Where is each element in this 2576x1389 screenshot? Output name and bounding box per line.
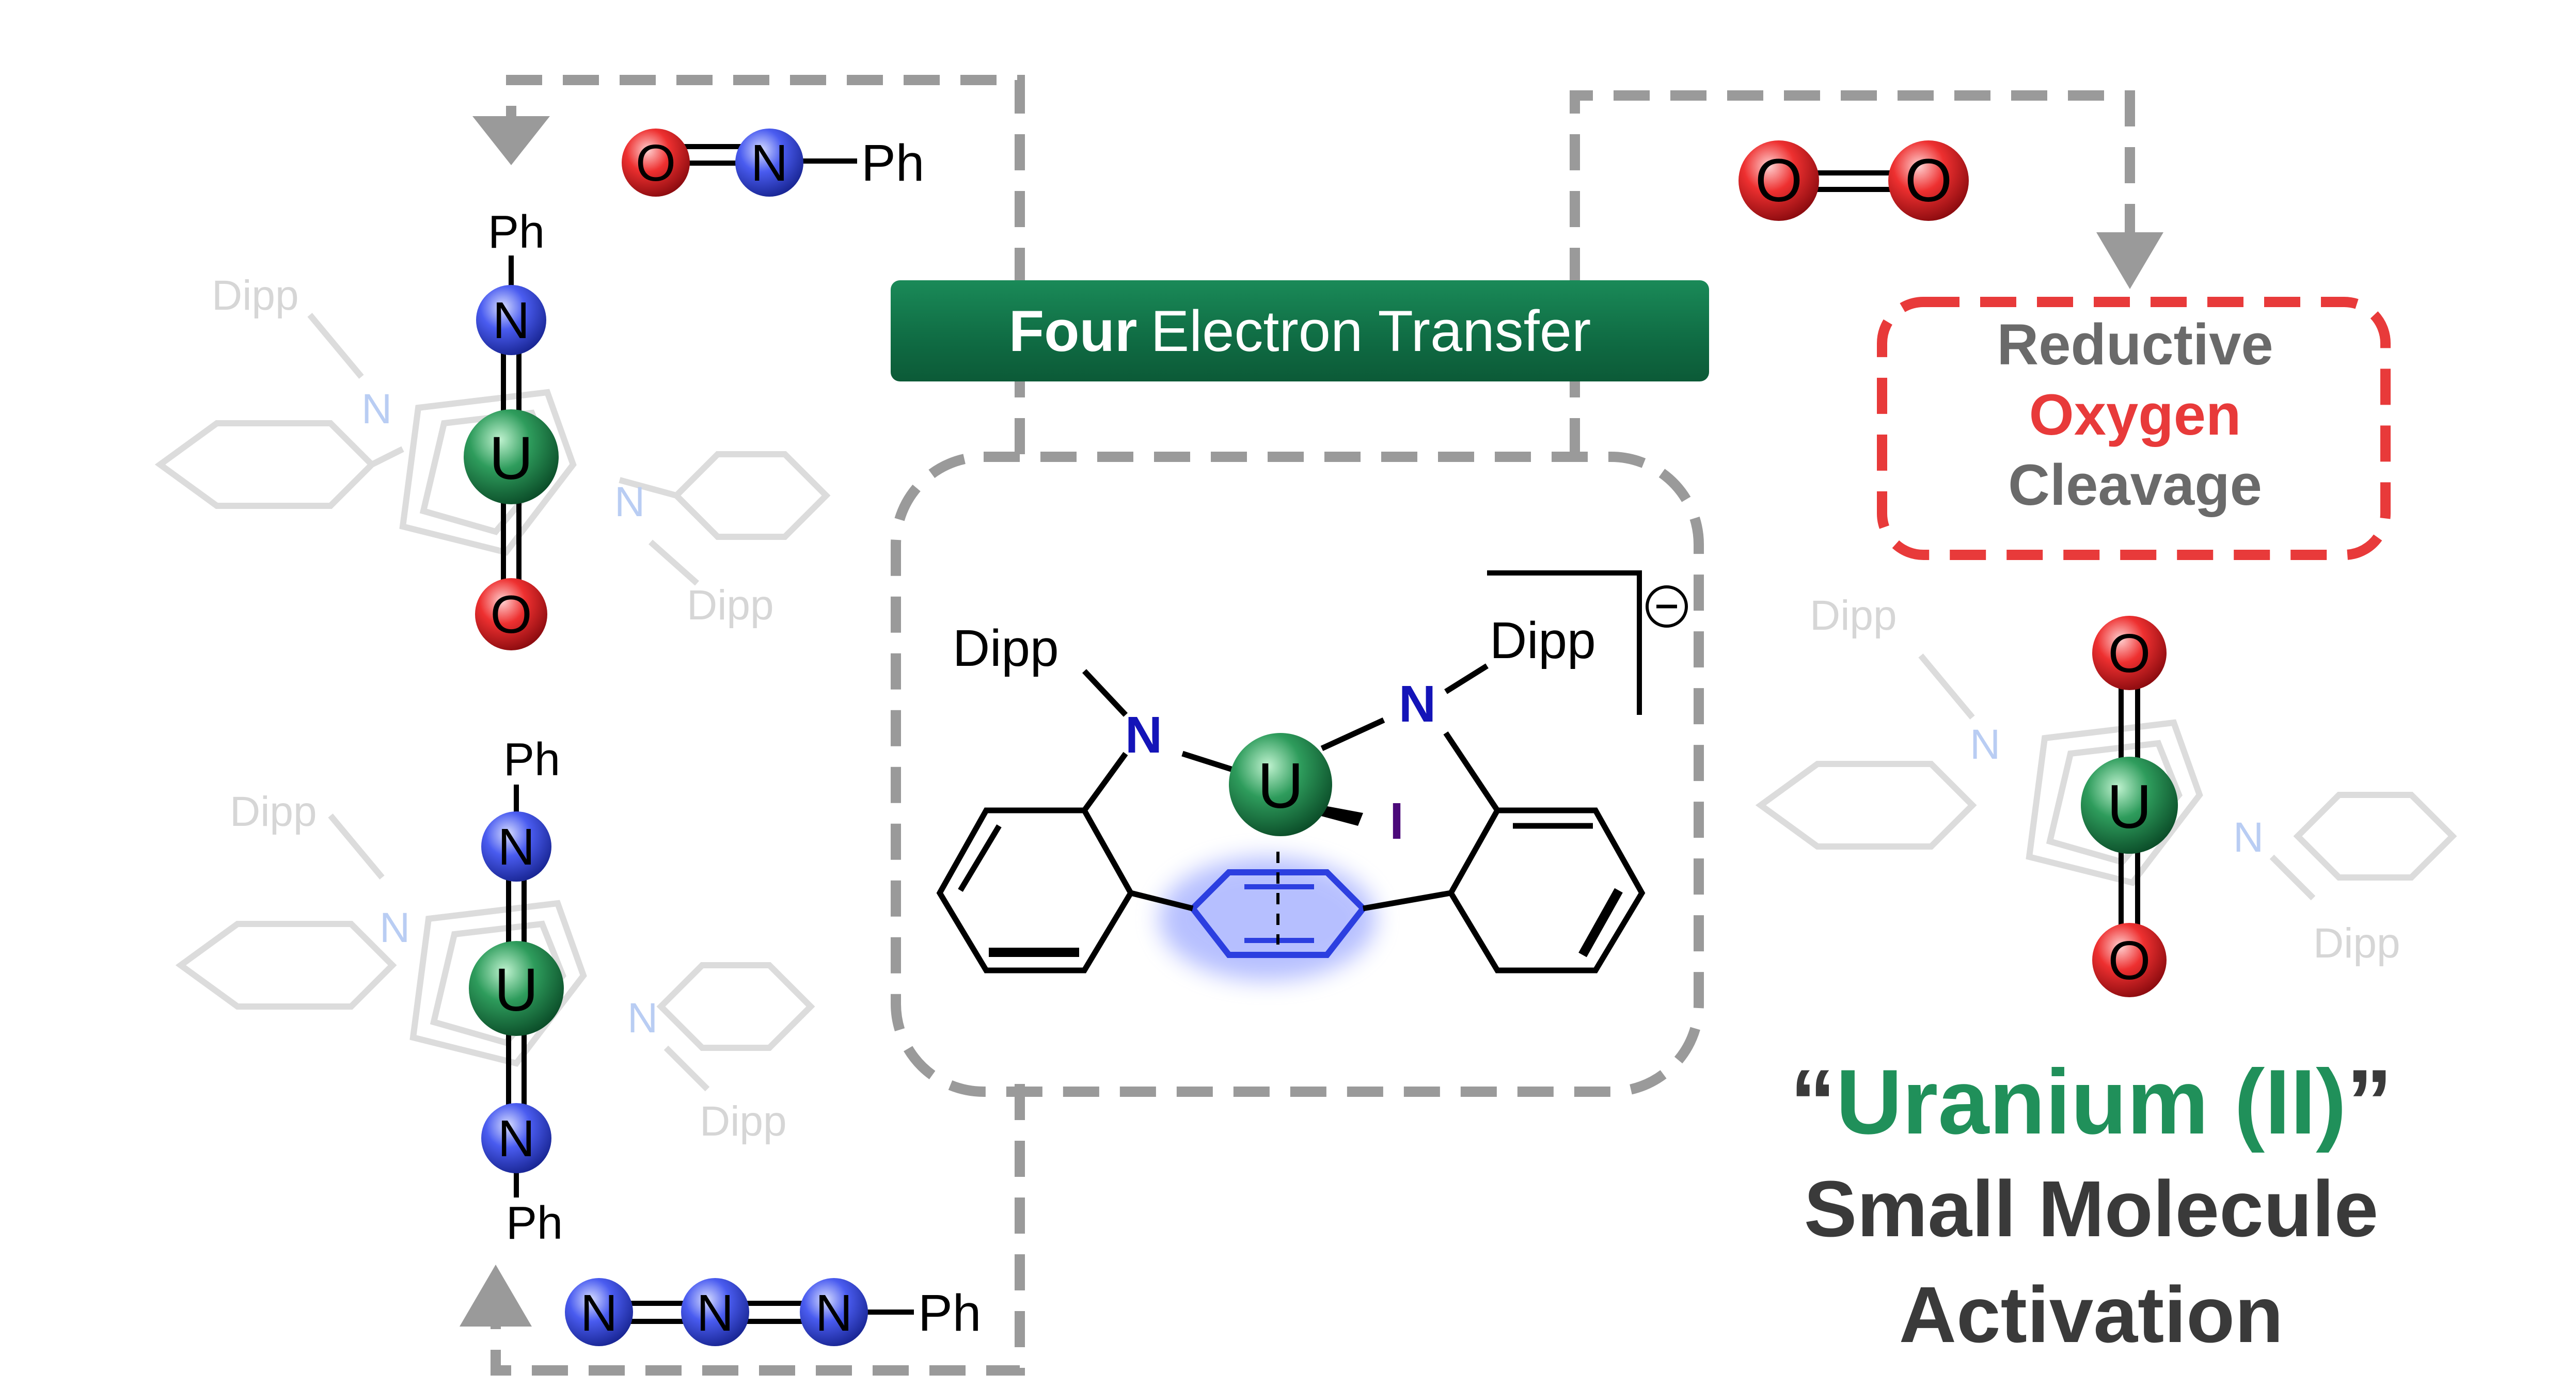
ghost-dipp-label: Dipp	[1810, 592, 1897, 639]
svg-text:N: N	[815, 1284, 852, 1342]
ph-label: Ph	[488, 206, 545, 258]
ghost-n-label: N	[2233, 814, 2264, 861]
ghost-n-label: N	[1970, 721, 2000, 768]
nitrogen-atom	[681, 1278, 749, 1346]
four-electron-transfer-banner: Four Electron Transfer	[891, 280, 1709, 381]
svg-text:O: O	[2108, 930, 2151, 991]
svg-text:O: O	[636, 134, 676, 192]
anion-bracket	[1487, 570, 1642, 715]
central-uranium-ii-complex: U N N I Dipp Dipp	[936, 570, 1688, 981]
svg-text:N: N	[498, 1110, 535, 1168]
tagline: “Uranium (II)” Small Molecule Activation	[1699, 1048, 2484, 1368]
dipp-label: Dipp	[1490, 612, 1596, 669]
ghost-dipp-label: Dipp	[687, 582, 774, 629]
oxygen-cleavage-label: Reductive Oxygen Cleavage	[1877, 310, 2393, 520]
nitrogen-label: N	[1125, 706, 1162, 764]
uranium-bis-imido-complex: Ph N U N Ph	[469, 734, 564, 1249]
oxygen-atom	[2092, 616, 2167, 690]
arrowhead-down-left	[472, 116, 550, 165]
svg-text:O: O	[491, 585, 532, 645]
uranyl-complex: O U O	[2081, 616, 2178, 997]
svg-text:N: N	[751, 134, 788, 192]
oxygen-atom	[1739, 140, 1819, 221]
arrowhead-down-right	[2096, 232, 2163, 289]
left-phenyl	[936, 807, 1134, 973]
ph-label: Ph	[918, 1284, 981, 1342]
oxygen-atom	[622, 129, 690, 197]
phenyl-azide: N N N Ph	[565, 1278, 981, 1346]
svg-text:O: O	[1905, 147, 1952, 215]
close-quote: ”	[2346, 1050, 2393, 1153]
banner-text: Electron Transfer	[1150, 298, 1591, 363]
ph-label: Ph	[506, 1198, 563, 1249]
nitrogen-atom	[481, 811, 551, 882]
tagline-line-3: Activation	[1899, 1270, 2284, 1359]
svg-text:N: N	[493, 292, 530, 349]
nitrosobenzene: O N Ph	[622, 129, 924, 197]
nitrogen-atom	[481, 1103, 551, 1173]
svg-text:N: N	[498, 818, 535, 876]
iodine-label: I	[1389, 792, 1404, 850]
tagline-line-2: Small Molecule	[1804, 1164, 2379, 1253]
svg-text:N: N	[697, 1284, 734, 1342]
nitrogen-label: N	[1399, 675, 1436, 733]
banner-bold-text: Four	[1008, 298, 1137, 363]
box-line-1: Reductive	[1997, 312, 2273, 377]
oxygen-atom	[1888, 140, 1969, 221]
nitrogen-atom	[476, 285, 546, 355]
ph-label: Ph	[503, 734, 560, 786]
cycle-arrows	[491, 75, 2135, 1376]
oxygen-cleavage-box	[1877, 297, 2391, 560]
svg-text:U: U	[2107, 772, 2152, 841]
uranium-atom	[2081, 757, 2178, 854]
ghost-n-label: N	[361, 386, 392, 433]
svg-text:U: U	[494, 956, 538, 1024]
right-phenyl	[1447, 807, 1646, 973]
ghost-dipp-label: Dipp	[700, 1098, 787, 1145]
open-quote: “	[1790, 1050, 1836, 1153]
nitrogen-atom	[800, 1278, 868, 1346]
ph-label: Ph	[861, 134, 924, 192]
uranium-atom	[464, 409, 559, 504]
ghost-n-label: N	[380, 904, 410, 951]
oxygen-atom	[2092, 923, 2167, 997]
uranium-imido-oxo-complex: Ph N U O	[464, 206, 559, 650]
svg-text:N: N	[580, 1284, 618, 1342]
uranium-atom	[469, 941, 564, 1036]
oxygen-atom	[475, 578, 547, 650]
nitrogen-atom	[735, 129, 803, 197]
ghost-n-label: N	[627, 995, 658, 1042]
box-line-3: Cleavage	[2008, 453, 2262, 517]
nitrogen-atom	[565, 1278, 633, 1346]
ghost-n-label: N	[614, 478, 645, 525]
box-line-2: Oxygen	[2029, 382, 2241, 447]
ghost-dipp-label: Dipp	[2313, 920, 2400, 967]
arrowhead-up-left	[460, 1265, 532, 1327]
svg-text:O: O	[2108, 623, 2151, 684]
dioxygen: O O	[1739, 140, 1969, 221]
dipp-label: Dipp	[953, 619, 1059, 677]
ghost-dipp-label: Dipp	[230, 788, 317, 835]
tagline-title: “Uranium (II)”	[1699, 1048, 2484, 1156]
svg-text:U: U	[489, 424, 533, 492]
uranium-atom	[1229, 733, 1332, 836]
ghost-dipp-label: Dipp	[212, 272, 299, 319]
svg-text:U: U	[1257, 751, 1304, 822]
tagline-highlight: Uranium (II)	[1836, 1050, 2347, 1153]
svg-text:O: O	[1755, 147, 1803, 215]
